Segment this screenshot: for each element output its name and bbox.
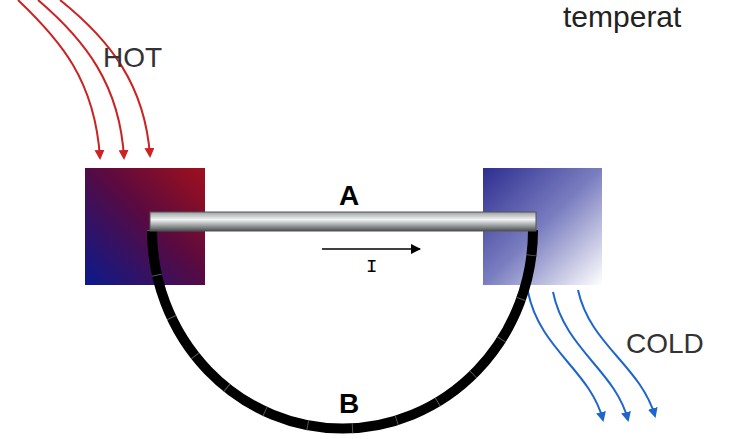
hot-label: HOT [103, 44, 162, 72]
cold-label: COLD [626, 330, 704, 358]
caption-fragment: temperat [563, 2, 681, 32]
wire-b [152, 230, 533, 429]
current-arrow [322, 248, 420, 250]
rod-a [150, 212, 536, 231]
conductor-label: B [339, 390, 359, 418]
conductor-label: A [339, 182, 359, 210]
wire-b-ticks [152, 230, 533, 429]
current-label: I [366, 258, 377, 277]
heat-in-arrows [18, 0, 150, 158]
